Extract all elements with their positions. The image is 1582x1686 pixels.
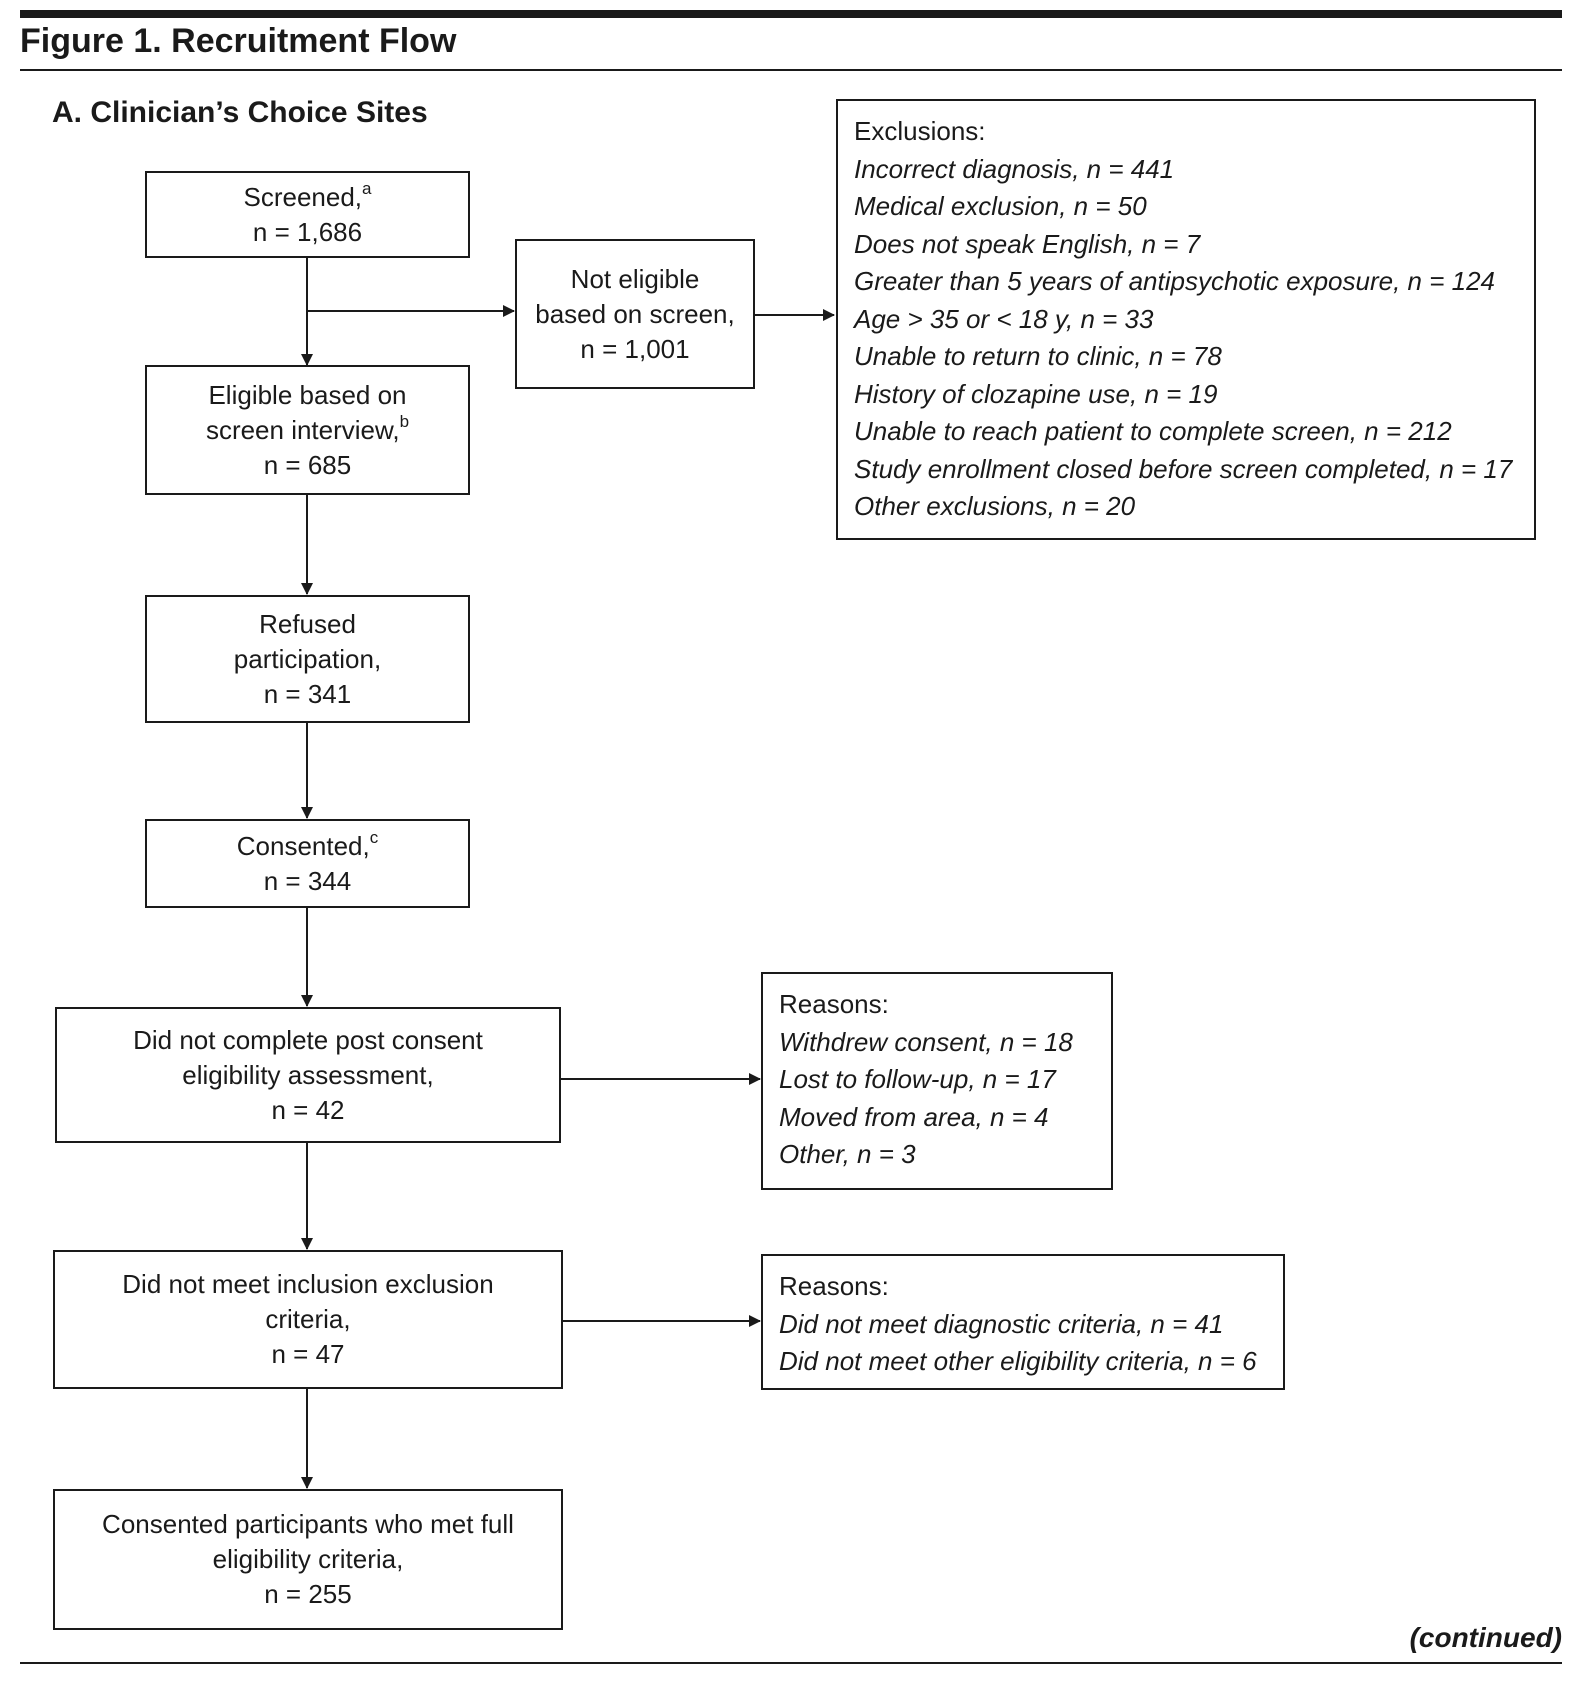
reasons-not-meet-header: Reasons:	[779, 1271, 889, 1301]
exclusion-item: Medical exclusion, n = 50	[854, 191, 1147, 221]
exclusion-item: History of clozapine use, n = 19	[854, 378, 1218, 409]
final-box: Consented participants who met full elig…	[53, 1489, 563, 1630]
reason-item: Did not meet diagnostic criteria, n = 41	[779, 1308, 1224, 1339]
consented-label: Consented,	[236, 830, 370, 861]
final-line2: eligibility criteria,	[212, 1544, 404, 1574]
reason-item: Lost to follow-up, n = 17	[779, 1064, 1056, 1094]
exclusions-header: Exclusions:	[854, 116, 986, 146]
refused-box: Refused participation, n = 341	[145, 595, 470, 723]
exclusion-item: Incorrect diagnosis, n = 441	[854, 153, 1175, 184]
refused-line1: Refused	[259, 608, 356, 639]
screened-count: n = 1,686	[252, 216, 363, 247]
eligible-count: n = 685	[263, 449, 352, 480]
refused-line2: participation,	[233, 643, 382, 674]
screened-label: Screened,	[243, 181, 363, 212]
consented-box: Consented,c n = 344	[145, 819, 470, 908]
screened-box: Screened,a n = 1,686	[145, 171, 470, 258]
reason-item: Moved from area, n = 4	[779, 1101, 1049, 1132]
exclusion-item: Unable to reach patient to complete scre…	[854, 416, 1452, 446]
title-rule	[20, 69, 1562, 71]
not-eligible-line2: based on screen,	[535, 298, 735, 329]
exclusion-item: Unable to return to clinic, n = 78	[854, 341, 1222, 371]
footnote-a: a	[362, 178, 372, 198]
final-count: n = 255	[264, 1579, 352, 1609]
not-eligible-line1: Not eligible	[570, 263, 700, 294]
not-meet-line2: criteria,	[265, 1304, 351, 1334]
exclusion-item: Study enrollment closed before screen co…	[854, 453, 1513, 484]
footnote-c: c	[369, 827, 379, 847]
refused-count: n = 341	[263, 678, 352, 709]
not-meet-count: n = 47	[271, 1339, 345, 1369]
reasons-incomplete-box: Reasons: Withdrew consent, n = 18 Lost t…	[761, 972, 1113, 1190]
not-complete-line1: Did not complete post consent	[133, 1024, 483, 1055]
top-rule	[20, 10, 1562, 18]
reasons-incomplete-header: Reasons:	[779, 989, 889, 1019]
not-meet-box: Did not meet inclusion exclusion criteri…	[53, 1250, 563, 1389]
continued-note: (continued)	[1409, 1622, 1562, 1653]
not-eligible-count: n = 1,001	[580, 333, 690, 364]
not-meet-line1: Did not meet inclusion exclusion	[122, 1269, 494, 1299]
exclusion-item: Does not speak English, n = 7	[854, 228, 1201, 259]
reasons-not-meet-box: Reasons: Did not meet diagnostic criteri…	[761, 1254, 1285, 1390]
not-complete-box: Did not complete post consent eligibilit…	[55, 1007, 561, 1143]
bottom-rule	[20, 1662, 1562, 1664]
exclusion-item: Other exclusions, n = 20	[854, 491, 1136, 521]
eligible-line2: screen interview,	[205, 414, 400, 445]
final-line1: Consented participants who met full	[102, 1509, 514, 1539]
exclusion-item: Age > 35 or < 18 y, n = 33	[854, 303, 1154, 334]
panel-title: A. Clinician’s Choice Sites	[52, 96, 428, 129]
exclusion-item: Greater than 5 years of antipsychotic ex…	[854, 266, 1495, 296]
reason-item: Did not meet other eligibility criteria,…	[779, 1346, 1257, 1376]
consented-count: n = 344	[263, 865, 352, 896]
not-complete-count: n = 42	[271, 1094, 345, 1125]
footnote-b: b	[399, 411, 410, 431]
not-eligible-box: Not eligible based on screen, n = 1,001	[515, 239, 755, 389]
reason-item: Withdrew consent, n = 18	[779, 1026, 1073, 1057]
exclusions-box: Exclusions: Incorrect diagnosis, n = 441…	[836, 99, 1536, 540]
figure-title: Figure 1. Recruitment Flow	[20, 22, 457, 60]
eligible-line1: Eligible based on	[208, 379, 407, 410]
eligible-box: Eligible based on screen interview,b n =…	[145, 365, 470, 495]
not-complete-line2: eligibility assessment,	[182, 1059, 434, 1090]
reason-item: Other, n = 3	[779, 1139, 916, 1169]
